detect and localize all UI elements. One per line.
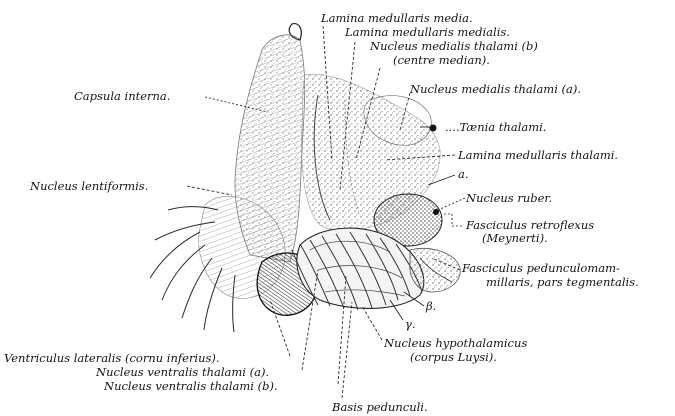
label-letter-gamma: γ. [405, 318, 416, 330]
label-millaris-pars-tegmentalis: millaris, pars tegmentalis. [486, 276, 639, 288]
label-centre-median: (centre median). [393, 54, 490, 66]
label-capsula-interna: Capsula interna. [74, 90, 170, 102]
label-lamina-medullaris-thalami: Lamina medullaris thalami. [458, 149, 618, 161]
label-meynerti: (Meynerti). [482, 232, 548, 244]
label-nucleus-medialis-thalami-a: Nucleus medialis thalami (a). [410, 83, 581, 95]
label-lamina-medullaris-media: Lamina medullaris media. [321, 12, 473, 24]
label-nucleus-ventralis-thalami-b: Nucleus ventralis thalami (b). [104, 380, 278, 392]
label-letter-beta: β. [426, 300, 436, 312]
label-nucleus-lentiformis: Nucleus lentiformis. [30, 180, 148, 192]
leader-nucleus-lentiformis [187, 186, 232, 195]
label-letter-a: a. [458, 168, 469, 180]
label-lamina-medullaris-medialis: Lamina medullaris medialis. [345, 26, 510, 38]
label-nucleus-hypothalamicus: Nucleus hypothalamicus [384, 337, 527, 349]
label-basis-pedunculi: Basis pedunculi. [332, 401, 428, 413]
label-nucleus-ruber: Nucleus ruber. [466, 192, 552, 204]
leader-nucleus-hypothalamicus [362, 306, 382, 340]
leader-fasciculus-retroflexus [442, 214, 462, 226]
nucleus-hypothalamicus-region [410, 248, 460, 292]
label-ventriculus-lateralis: Ventriculus lateralis (cornu inferius). [4, 352, 220, 364]
label-corpus-luysi: (corpus Luysi). [410, 351, 497, 363]
leader-nucleus-ruber [438, 198, 465, 210]
label-taenia-thalami: ....Tænia thalami. [445, 121, 546, 133]
leader-basis-pedunculi [342, 302, 352, 398]
label-fasciculus-retroflexus: Fasciculus retroflexus [466, 219, 594, 231]
label-nucleus-ventralis-thalami-a: Nucleus ventralis thalami (a). [96, 366, 269, 378]
label-fasciculus-pedunculomam: Fasciculus pedunculomam- [462, 262, 620, 274]
label-nucleus-medialis-thalami-b: Nucleus medialis thalami (b) [370, 40, 538, 52]
